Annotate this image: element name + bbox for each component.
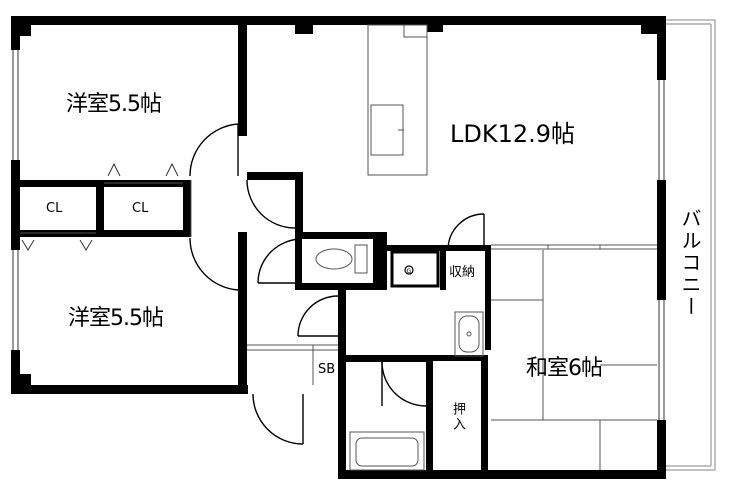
windows <box>11 50 666 420</box>
balcony-label: バルコニー <box>678 208 702 318</box>
closet-label-right: CL <box>132 201 149 216</box>
meter-box: G <box>390 250 440 288</box>
interior-walls <box>11 16 491 479</box>
room-label-japanese: 和室6帖 <box>526 356 603 381</box>
storage-label: 収納 <box>449 265 476 280</box>
closet-door-marks <box>21 162 179 251</box>
door-swings <box>189 123 485 445</box>
oshiire-label: 押入 <box>450 402 465 432</box>
thin-lines <box>20 24 657 471</box>
closet-label-left: CL <box>46 201 63 216</box>
room-label-western-bottom: 洋室5.5帖 <box>68 306 164 331</box>
room-label-ldk: LDK12.9帖 <box>450 120 576 148</box>
outer-walls <box>11 16 666 479</box>
shoe-box-label: SB <box>318 362 336 377</box>
svg-text:G: G <box>407 268 412 275</box>
room-label-western-top: 洋室5.5帖 <box>66 92 162 117</box>
